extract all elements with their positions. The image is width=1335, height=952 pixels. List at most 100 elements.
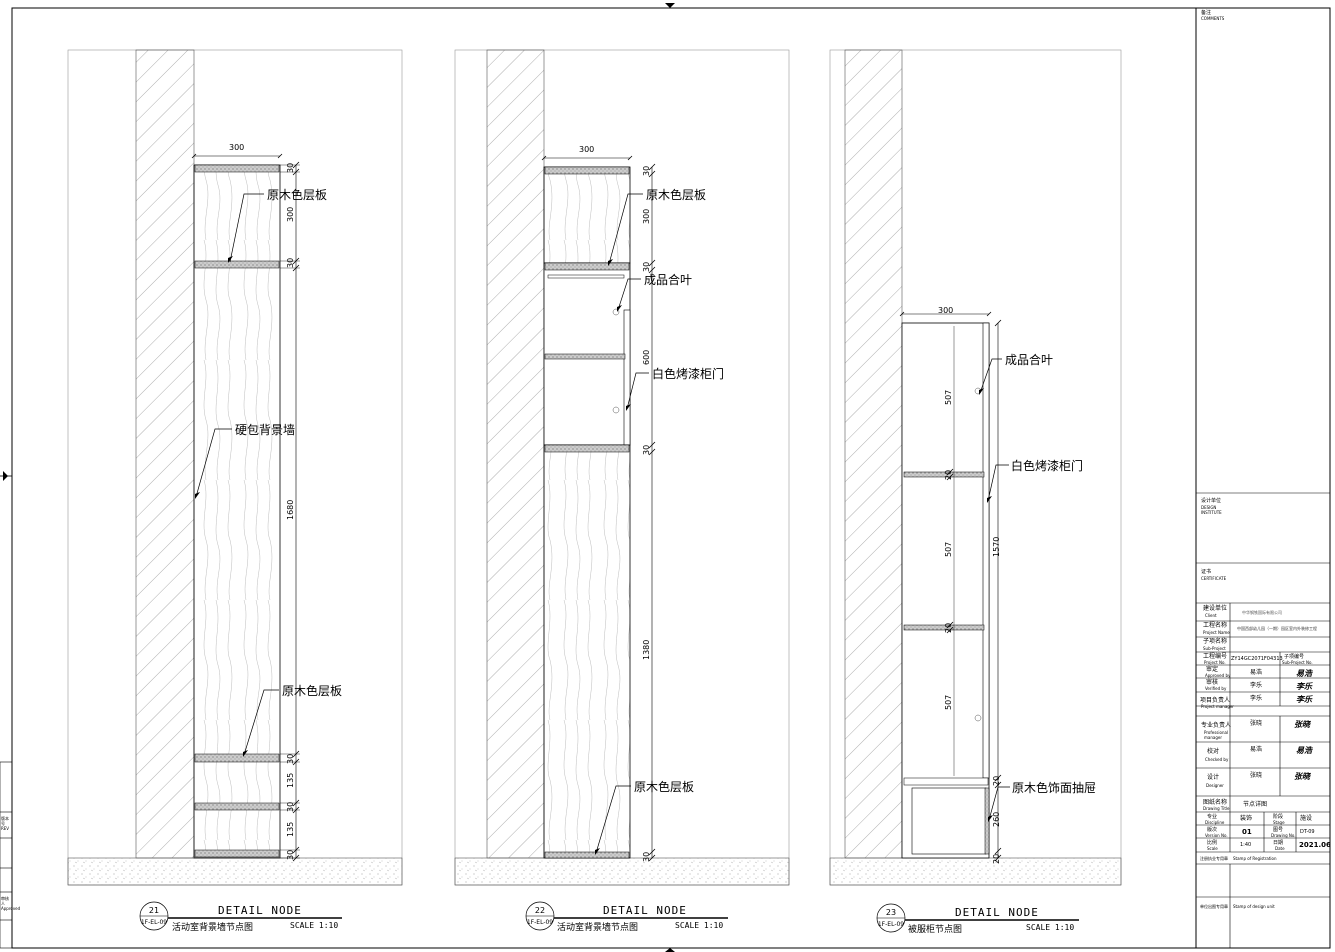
detail-21-leader-2 (195, 428, 232, 498)
detail-21-id: 21 (148, 906, 160, 915)
certificate-cn: 证书 (1201, 569, 1212, 575)
detail-21-dim-6: 135 (286, 772, 295, 788)
checked-label: 校对 (1207, 748, 1220, 755)
detail-23-dim-8: 260 (992, 811, 1001, 827)
detail-21-leader-1 (229, 193, 264, 263)
verified-name: 李乐 (1250, 682, 1263, 689)
detail-21-dim-4: 1680 (286, 499, 295, 520)
certificate-en: CERTIFICATE (1201, 576, 1227, 581)
detail-21-shelf-top (194, 164, 280, 173)
sub-project-label: 子项名称 (1203, 638, 1228, 645)
detail-21-title: 活动室背景墙节点图 (172, 923, 254, 933)
professional-label-en: Professional manager (1204, 730, 1229, 740)
detail-23-heading: DETAIL NODE (955, 906, 1039, 919)
verified-label-en: Verified by (1205, 686, 1227, 691)
project-no-value: ZY14GC2071F04313 (1231, 656, 1283, 662)
designer-name: 张晓 (1250, 772, 1263, 779)
detail-22-lower-open (543, 444, 631, 859)
professional-name: 张晓 (1250, 720, 1263, 727)
project-name-label: 工程名称 (1203, 622, 1228, 629)
project-name-value: 中国西部幼儿园（一期）园区室内外装修工程 (1237, 626, 1317, 631)
version-value: 01 (1242, 828, 1252, 836)
detail-21-dim-7: 30 (286, 801, 295, 812)
client-label-en: Client (1205, 613, 1217, 618)
sub-project-no-label: 子项编号 (1284, 654, 1305, 660)
detail-21-shelf-5 (194, 849, 280, 858)
drawing-title-label-en: Drawing Title (1203, 806, 1230, 811)
detail-22-upper-open (543, 166, 631, 264)
detail-21-wall-hatch (135, 49, 195, 859)
pm-signature: 李乐 (1296, 694, 1312, 704)
version-label: 版次 (1207, 827, 1218, 833)
detail-23-dim-9: 20 (992, 853, 1001, 864)
pm-name: 李乐 (1250, 695, 1263, 702)
professional-signature: 张晓 (1294, 719, 1310, 729)
left-margin-box (0, 761, 13, 949)
detail-23-dim-7: 20 (992, 775, 1001, 786)
approved-label: 审定 (1206, 666, 1219, 673)
detail-21-dim-3: 30 (286, 257, 295, 268)
designer-label-en: Designer (1206, 783, 1224, 788)
date-label-en: Date (1275, 846, 1285, 851)
detail-23-label-hinge: 成品合叶 (1005, 353, 1054, 367)
detail-22-floor (454, 857, 790, 886)
date-label: 日期 (1273, 840, 1284, 846)
detail-23-drawing (829, 49, 1122, 933)
detail-23-floor (829, 857, 1122, 886)
detail-22-ref: 1F-EL-09 (526, 919, 554, 926)
comments-label-en: COMMENTS (1201, 16, 1225, 21)
sheet-border (11, 7, 1331, 949)
detail-21-floor (67, 857, 403, 886)
detail-23-label-door: 白色烤漆柜门 (1011, 459, 1084, 473)
detail-21-dim-5: 30 (286, 753, 295, 764)
detail-23-ref: 1F-EL-09 (877, 921, 905, 928)
sub-project-no-label-en: Sub-Project No. (1282, 660, 1313, 665)
detail-21-shelf-3 (194, 753, 280, 763)
detail-22-top-dim: 300 (579, 145, 595, 154)
detail-22-dim-6: 1380 (642, 639, 651, 660)
unit-stamp-cn: 单位出图专用章 (1200, 904, 1228, 909)
project-name-label-en: Project Name (1203, 630, 1230, 635)
date-value: 2021.06 (1299, 841, 1331, 849)
drawing-no-label-en: Drawing No. (1271, 833, 1296, 838)
center-mark-top (665, 3, 675, 8)
detail-21-shelf-4 (194, 802, 280, 811)
sub-project-label-en: Sub-Project (1203, 646, 1226, 651)
detail-23-scale: SCALE 1:10 (1026, 923, 1075, 932)
version-label-en: Version No. (1205, 833, 1228, 838)
drawing-title-label: 图纸名称 (1203, 799, 1228, 806)
drawing-title-value: 节点详图 (1243, 801, 1268, 808)
approved-signature: 易浩 (1296, 668, 1312, 678)
left-margin-approved: 审核人 Approved (1, 896, 21, 911)
checked-label-en: Checked by (1205, 757, 1229, 762)
detail-21-label-wall: 硬包背景墙 (235, 423, 296, 437)
detail-22-dim-2: 300 (642, 208, 651, 224)
detail-23-label-drawer: 原木色饰面抽屉 (1012, 781, 1097, 795)
detail-21-scale: SCALE 1:10 (290, 921, 339, 930)
checked-signature: 易浩 (1296, 745, 1312, 755)
detail-21-ref: 1F-EL-09 (140, 919, 168, 926)
detail-21-top-dim: 300 (229, 143, 245, 152)
checked-name: 易浩 (1250, 746, 1263, 753)
client-value: 中华钢铁国际有限公司 (1242, 610, 1282, 615)
detail-22-title: 活动室背景墙节点图 (557, 923, 639, 933)
design-unit-en: DESIGN INSTITUTE (1201, 505, 1222, 515)
detail-23-wall-hatch (844, 49, 903, 859)
detail-23-title: 被服柜节点图 (908, 925, 963, 935)
detail-21-dim-8: 135 (286, 821, 295, 837)
pm-label: 项目负责人 (1200, 697, 1231, 704)
scale-label: 比例 (1207, 840, 1218, 846)
detail-22-dim-7: 30 (642, 851, 651, 862)
detail-23-dim-4: 20 (944, 622, 953, 633)
scale-value: 1:40 (1240, 842, 1252, 848)
unit-stamp-en: Stamp of design unit (1233, 904, 1275, 909)
professional-label: 专业负责人 (1201, 722, 1232, 729)
detail-21-cabinet (193, 164, 281, 859)
approved-label-en: Approved by (1205, 673, 1231, 678)
detail-23-dim-2: 20 (944, 469, 953, 480)
verified-label: 审核 (1206, 679, 1219, 686)
discipline-value: 装饰 (1240, 815, 1253, 822)
detail-22-heading: DETAIL NODE (603, 904, 687, 917)
verified-signature: 李乐 (1296, 681, 1312, 691)
